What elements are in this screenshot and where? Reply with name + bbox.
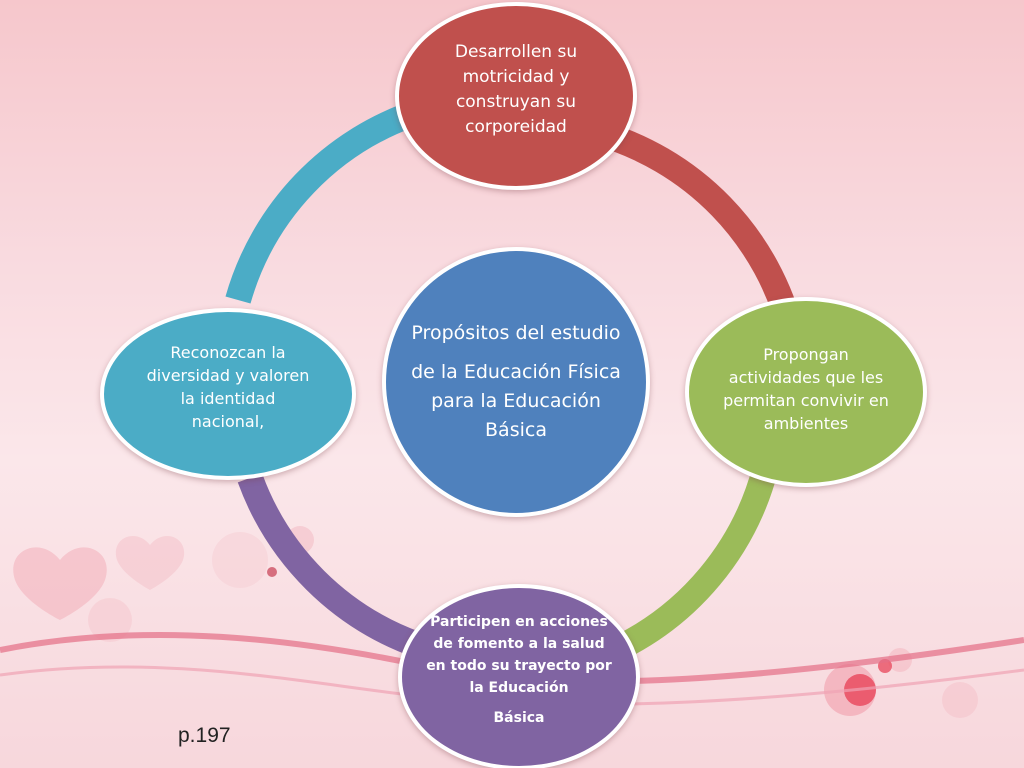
node-left-diversidad: Reconozcan la diversidad y valoren la id…	[100, 308, 356, 480]
node-bottom-salud: Participen en acciones de fomento a la s…	[398, 584, 640, 768]
node-center-subtitle: de la Educación Física para la Educación…	[411, 361, 621, 441]
node-top-motricidad: Desarrollen su motricidad y construyan s…	[395, 2, 637, 190]
ring-arc-right-bottom	[609, 466, 778, 662]
node-bottom-text-2: Básica	[493, 710, 545, 726]
node-center-title: Propósitos del estudio	[411, 322, 621, 344]
node-right-convivir: Propongan actividades que les permitan c…	[685, 297, 927, 487]
node-bottom-text: Participen en acciones de fomento a la s…	[426, 614, 612, 696]
cycle-ring	[225, 99, 805, 662]
ring-arc-bottom-left	[237, 473, 423, 658]
ring-arc-left-top	[225, 99, 423, 304]
node-center-propositos: Propósitos del estudio de la Educación F…	[382, 247, 650, 517]
node-left-text: Reconozcan la diversidad y valoren la id…	[146, 343, 310, 431]
node-top-text: Desarrollen su motricidad y construyan s…	[454, 42, 578, 137]
node-right-text: Propongan actividades que les permitan c…	[723, 345, 889, 433]
ring-arc-top-right	[591, 119, 805, 339]
page-reference: p.197	[178, 724, 231, 747]
